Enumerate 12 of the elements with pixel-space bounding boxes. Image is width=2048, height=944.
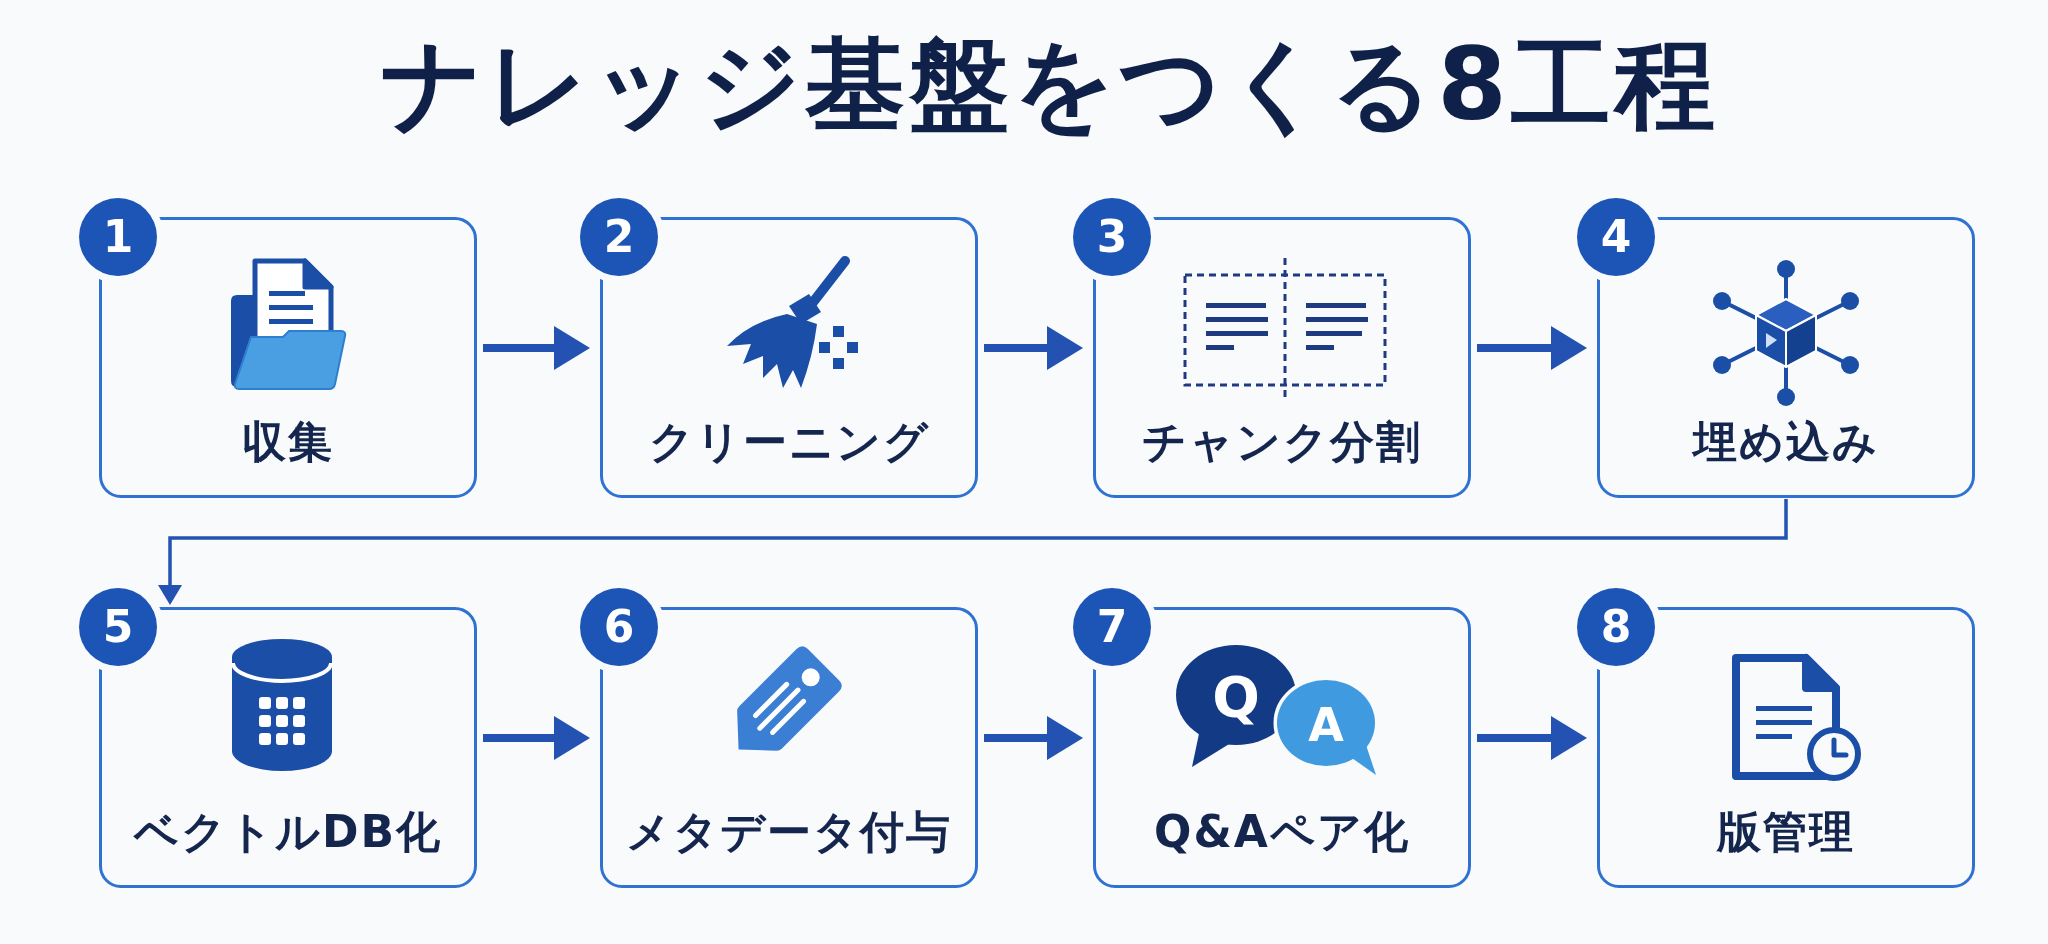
bubble-letter: A [1308,702,1344,748]
step-label: 収集 [242,415,334,469]
step-label: 版管理 [1717,805,1855,859]
title: ナレッジ基盤をつくる8工程 [381,26,1719,144]
step-label: クリーニング [648,415,930,469]
step-label: Q&Aペア化 [1154,805,1410,859]
arrow [158,499,1788,605]
step-label: メタデータ付与 [626,805,952,859]
step-label: ベクトルDB化 [133,805,443,859]
bubble-letter: Q [1212,669,1260,725]
step-label: 埋め込み [1693,415,1879,469]
step-label: チャンク分割 [1142,415,1422,469]
